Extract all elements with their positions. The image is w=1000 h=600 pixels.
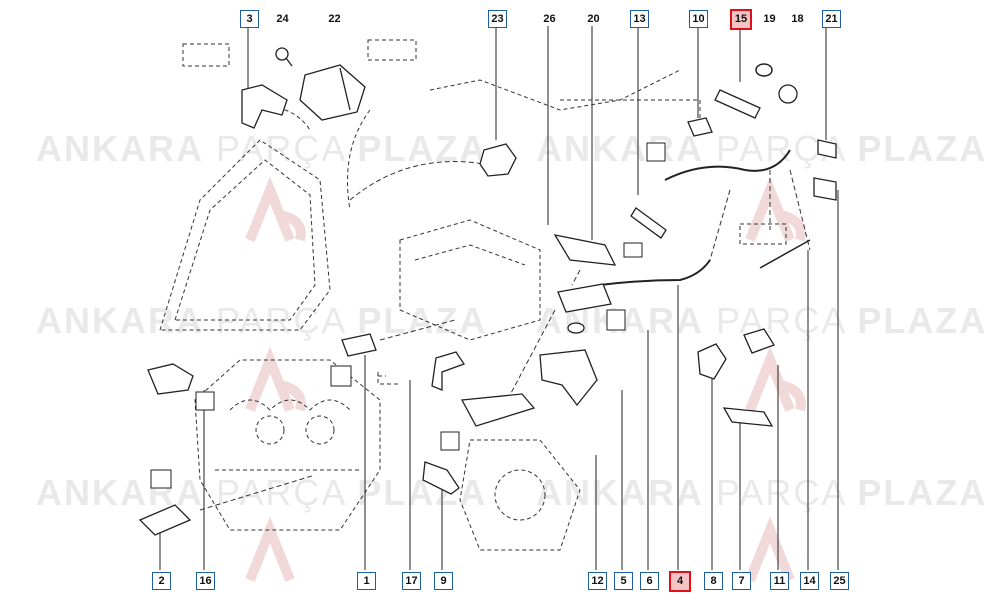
part-label-23: 23 — [488, 10, 507, 28]
part-label-26: 26 — [543, 13, 556, 25]
leader-lines — [159, 26, 839, 570]
part-label-22: 22 — [328, 13, 341, 25]
part-label-16: 16 — [196, 572, 215, 590]
instruction-icons — [150, 142, 666, 489]
part-label-10: 10 — [689, 10, 708, 28]
part-9-sensor — [422, 461, 460, 495]
part-label-1: 1 — [357, 572, 376, 590]
part-11-clip — [743, 328, 775, 354]
part-label-17: 17 — [402, 572, 421, 590]
part-3-sensor — [241, 84, 288, 129]
part-label-3: 3 — [240, 10, 259, 28]
watermark: ANKARA PARÇA PLAZA — [36, 128, 488, 169]
part-label-9: 9 — [434, 572, 453, 590]
part-label-13: 13 — [630, 10, 649, 28]
part-label-18: 18 — [791, 13, 804, 25]
part-2-sensor — [138, 504, 192, 536]
logo-watermark — [245, 176, 806, 582]
part-label-12: 12 — [588, 572, 607, 590]
part-4-connector — [557, 283, 612, 313]
part-7-bracket — [722, 407, 774, 427]
part-label-5: 5 — [614, 572, 633, 590]
part-label-20: 20 — [587, 13, 600, 25]
part-17-bracket — [431, 351, 465, 391]
part-label-6: 6 — [640, 572, 659, 590]
watermark: ANKARA PARÇA PLAZA — [536, 472, 988, 513]
part-21-connector — [817, 139, 837, 159]
part-18-plug — [778, 84, 798, 104]
part-22-canister — [299, 64, 366, 121]
part-label-4-highlighted: 4 — [669, 571, 691, 592]
part-26-bracket — [553, 234, 617, 266]
reference-boxes — [182, 39, 787, 385]
part-label-21: 21 — [822, 10, 841, 28]
part-8-clip — [697, 343, 727, 380]
engine-block-outline — [159, 69, 701, 551]
part-label-15-highlighted: 15 — [730, 9, 752, 30]
part-5-bracket — [539, 349, 598, 407]
part-label-8: 8 — [704, 572, 723, 590]
part-12-bracket — [460, 393, 536, 427]
part-label-24: 24 — [276, 13, 289, 25]
part-16-sensor — [147, 363, 194, 395]
part-23-sensor — [479, 143, 517, 177]
part-label-25: 25 — [830, 572, 849, 590]
part-label-7: 7 — [732, 572, 751, 590]
part-20-oxygen-sensor — [630, 207, 667, 239]
part-label-19: 19 — [763, 13, 776, 25]
part-13-harness — [599, 149, 791, 286]
part-6-grommet — [567, 322, 585, 334]
part-24-screw — [275, 47, 293, 67]
part-label-14: 14 — [800, 572, 819, 590]
part-1-sensor — [341, 333, 377, 357]
part-19-ring — [755, 63, 773, 77]
connection-arrows — [199, 161, 811, 511]
part-25-connector — [813, 177, 837, 201]
part-14-cable-tie — [759, 239, 811, 269]
watermark: ANKARA PARÇA PLAZA — [36, 300, 488, 341]
part-label-2: 2 — [152, 572, 171, 590]
part-10-clip — [687, 117, 713, 137]
part-label-11: 11 — [770, 572, 789, 590]
part-15-oxygen-sensor — [714, 89, 761, 119]
